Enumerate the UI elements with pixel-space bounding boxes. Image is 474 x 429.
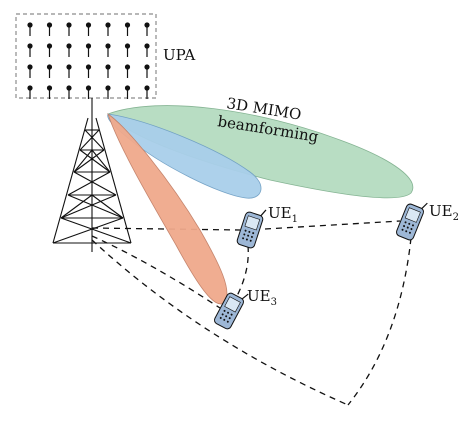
dashed-links (91, 220, 412, 406)
link-ue1-ue2 (264, 220, 401, 230)
ue3-keypad (219, 309, 233, 323)
link-ue2-far (347, 237, 412, 406)
antenna-element (27, 43, 33, 57)
antenna-element (144, 64, 150, 78)
antenna-element (105, 85, 111, 99)
antenna-element (66, 64, 72, 78)
ue1-phone-icon (236, 209, 267, 249)
antenna-element (85, 85, 92, 99)
antenna-element (144, 22, 150, 36)
upa-array-border (15, 13, 157, 99)
antenna-element (46, 64, 53, 78)
tower-right-leg (95, 117, 132, 244)
ue2-phone-icon (395, 202, 428, 241)
ue3-label: UE3 (247, 287, 277, 308)
ue2-antenna (421, 202, 428, 209)
upa-antenna-array (15, 13, 157, 99)
antenna-element (46, 22, 53, 36)
link-bs-far (91, 239, 349, 406)
ue2-screen (404, 207, 421, 223)
antenna-elements (27, 22, 150, 99)
antenna-element (27, 22, 33, 36)
antenna-element (105, 64, 111, 78)
ue1-antenna (260, 209, 267, 217)
antenna-element (27, 85, 33, 99)
antenna-element (66, 22, 72, 36)
ue3-screen (224, 296, 241, 313)
antenna-element (85, 22, 92, 36)
ue1-screen (244, 215, 261, 231)
antenna-element (27, 64, 33, 78)
antenna-element (105, 22, 111, 36)
ue1-keypad (242, 229, 255, 242)
link-ue1-ue3 (236, 245, 249, 297)
antenna-element (124, 64, 131, 78)
antenna-element (105, 43, 111, 57)
antenna-element (66, 43, 72, 57)
ue1-label: UE1 (268, 204, 298, 225)
tower-inner-bracing (60, 149, 124, 219)
ue3-antenna (241, 293, 249, 300)
antenna-element (46, 85, 53, 99)
ue2-label: UE2 (429, 202, 459, 223)
antenna-element (144, 85, 150, 99)
link-bs-ue3 (91, 235, 221, 309)
antenna-element (85, 43, 92, 57)
base-station-tower (52, 98, 132, 252)
antenna-element (124, 85, 131, 99)
beams (107, 105, 414, 305)
antenna-element (144, 43, 150, 57)
upa-label: UPA (163, 46, 195, 64)
tower-left-leg (52, 117, 89, 244)
link-bs-ue1 (91, 227, 241, 231)
antenna-element (46, 43, 53, 57)
antenna-element (85, 64, 92, 78)
antenna-element (66, 85, 72, 99)
ue2-keypad (401, 221, 414, 234)
tower-cross-bracing (52, 129, 132, 244)
antenna-element (124, 43, 131, 57)
ue3-phone-icon (213, 292, 249, 330)
antenna-element (124, 22, 131, 36)
